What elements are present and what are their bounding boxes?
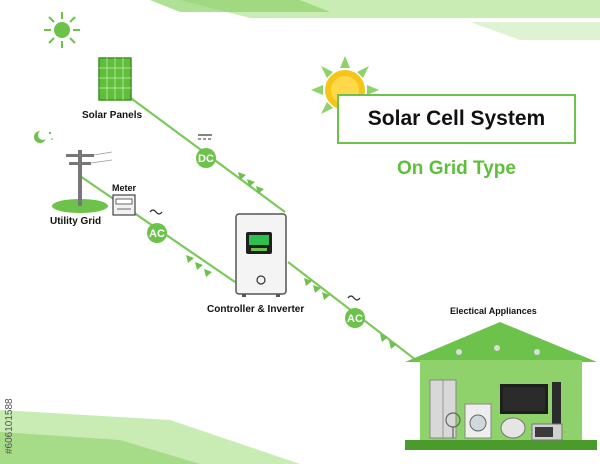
dc-badge: DC	[196, 134, 216, 168]
top-right-band	[470, 22, 600, 40]
ac-grid-badge: AC	[147, 209, 167, 243]
solar-panel-icon	[98, 57, 132, 101]
ac-house-badge: AC	[345, 295, 365, 328]
sun-icon	[44, 12, 80, 48]
utility-grid-label: Utility Grid	[50, 216, 102, 227]
watermark-id-text: #606101588	[4, 398, 15, 454]
appliances-label: Electical Appliances	[450, 306, 537, 316]
solar-panels-label: Solar Panels	[82, 110, 143, 121]
house-icon	[405, 322, 597, 450]
moon-icon	[34, 130, 53, 143]
inverter-icon	[235, 213, 287, 297]
page-subtitle: On Grid Type	[397, 158, 516, 179]
bottom-band-dark	[0, 432, 200, 464]
ac-grid-badge-label: AC	[149, 228, 165, 240]
watermark-id: #606101588	[4, 334, 16, 454]
controller-inverter-label: Controller & Inverter	[207, 304, 305, 315]
utility-pole-icon	[52, 150, 113, 213]
meter-icon	[112, 194, 136, 216]
top-band-dark	[150, 0, 330, 12]
page-title: Solar Cell System	[367, 107, 546, 130]
flow-arrows	[186, 172, 397, 349]
ac-house-badge-label: AC	[347, 313, 363, 325]
meter-label: Meter	[112, 183, 137, 193]
dc-badge-label: DC	[198, 153, 214, 165]
title-box: Solar Cell System	[337, 94, 576, 144]
